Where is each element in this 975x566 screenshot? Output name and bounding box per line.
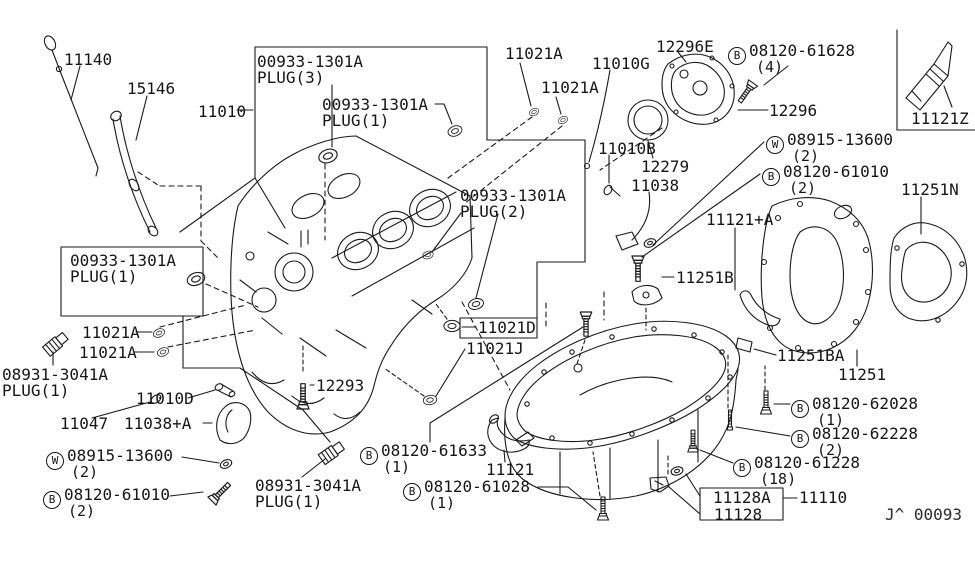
part-label-00933-plug3-num: 00933-1301A xyxy=(257,52,363,71)
part-qty-08120-61010-bottom: (2) xyxy=(68,502,96,520)
part-label-12296: 12296 xyxy=(769,101,818,120)
part-label-11021A-3: 11021A xyxy=(82,323,140,342)
diagram-code: J^ 00093 xyxy=(885,505,963,524)
pan-fastener-callouts xyxy=(296,311,798,521)
part-label-08931-bottom-name: PLUG(1) xyxy=(255,492,323,511)
part-label-12279: 12279 xyxy=(641,157,690,176)
part-label-11251: 11251 xyxy=(838,365,887,384)
part-label-12293: 12293 xyxy=(316,376,365,395)
part-label-00933-plug1-top-name: PLUG(1) xyxy=(322,111,390,130)
part-qty-08120-61028: (1) xyxy=(428,494,456,512)
part-label-11251B: 11251B xyxy=(676,268,734,287)
part-label-00933-plug2-name: PLUG(2) xyxy=(460,202,528,221)
sealant-tube-box xyxy=(896,29,975,131)
oil-pan-drawing xyxy=(461,291,741,501)
part-label-11110: 11110 xyxy=(799,488,848,507)
rear-plate-drawing xyxy=(734,196,968,367)
dipstick-drawing xyxy=(43,35,99,177)
part-label-00933-plug1-left-name: PLUG(1) xyxy=(70,267,138,286)
part-label-11121Z: 11121Z xyxy=(911,109,969,128)
oil-strainer-drawing xyxy=(487,414,535,463)
part-qty-08120-61633: (1) xyxy=(383,458,411,476)
part-label-15146: 15146 xyxy=(127,79,176,98)
part-qty-08120-61010-top: (2) xyxy=(789,179,817,197)
threaded-plug-callouts xyxy=(42,330,346,478)
part-label-11010B: 11010B xyxy=(598,139,656,158)
circled-B-icon: B xyxy=(403,482,421,501)
part-label-11128: 11128 xyxy=(714,505,763,524)
cylinder-block-drawing xyxy=(230,135,475,435)
part-qty-08915-13600-top: (2) xyxy=(792,147,820,165)
block-rear-callouts xyxy=(583,69,765,331)
part-label-08931-bottom-num: 08931-3041A xyxy=(255,476,361,495)
circled-W-icon: W xyxy=(766,135,784,154)
part-label-12296E: 12296E xyxy=(656,37,714,56)
part-label-00933-plug2-num: 00933-1301A xyxy=(460,186,566,205)
part-qty-08915-13600-bottom: (2) xyxy=(71,463,99,481)
part-qty-08120-62028: (1) xyxy=(817,411,845,429)
part-label-11128A: 11128A xyxy=(713,488,771,507)
part-label-11038: 11038 xyxy=(631,176,680,195)
part-label-08931-left-name: PLUG(1) xyxy=(2,381,70,400)
part-label-11010: 11010 xyxy=(198,102,247,121)
part-label-11047: 11047 xyxy=(60,414,109,433)
front-cover-gasket-drawing xyxy=(599,51,789,171)
part-label-11121: 11121 xyxy=(486,460,535,479)
callout-boxes xyxy=(60,46,586,443)
circled-B-icon: B xyxy=(762,167,780,186)
part-label-11021D: 11021D xyxy=(478,318,536,337)
part-label-11121-plus-A: 11121+A xyxy=(706,210,774,229)
part-label-11251N: 11251N xyxy=(901,180,959,199)
circled-B-icon: B xyxy=(733,458,751,477)
circled-W-icon: W xyxy=(46,451,64,470)
part-qty-08120-61228: (18) xyxy=(760,470,797,488)
part-label-11038-plus-A: 11038+A xyxy=(124,414,192,433)
part-label-08931-left-num: 08931-3041A xyxy=(2,365,108,384)
part-label-11251BA: 11251BA xyxy=(777,346,845,365)
part-qty-08120-62228: (2) xyxy=(817,441,845,459)
part-label-11140: 11140 xyxy=(64,50,113,69)
part-label-00933-plug1-top-num: 00933-1301A xyxy=(322,95,428,114)
part-qty-08120-61628: (4) xyxy=(756,58,784,76)
circled-B-icon: B xyxy=(43,490,61,509)
part-label-11021A-2: 11021A xyxy=(541,78,599,97)
circled-B-icon: B xyxy=(791,399,809,418)
part-label-11021J: 11021J xyxy=(466,339,524,358)
circled-B-icon: B xyxy=(728,46,746,65)
dipstick-tube-drawing xyxy=(110,95,159,237)
part-label-11021A-4: 11021A xyxy=(79,343,137,362)
part-label-00933-plug1-left-num: 00933-1301A xyxy=(70,251,176,270)
part-label-11010G: 11010G xyxy=(592,54,650,73)
lower-left-callouts xyxy=(91,383,252,506)
core-plug-callouts xyxy=(134,62,570,407)
part-label-11021A-1: 11021A xyxy=(505,44,563,63)
part-label-00933-plug3-name: PLUG(3) xyxy=(257,68,325,87)
circled-B-icon: B xyxy=(360,446,378,465)
part-label-11010D: 11010D xyxy=(136,389,194,408)
circled-B-icon: B xyxy=(791,429,809,448)
